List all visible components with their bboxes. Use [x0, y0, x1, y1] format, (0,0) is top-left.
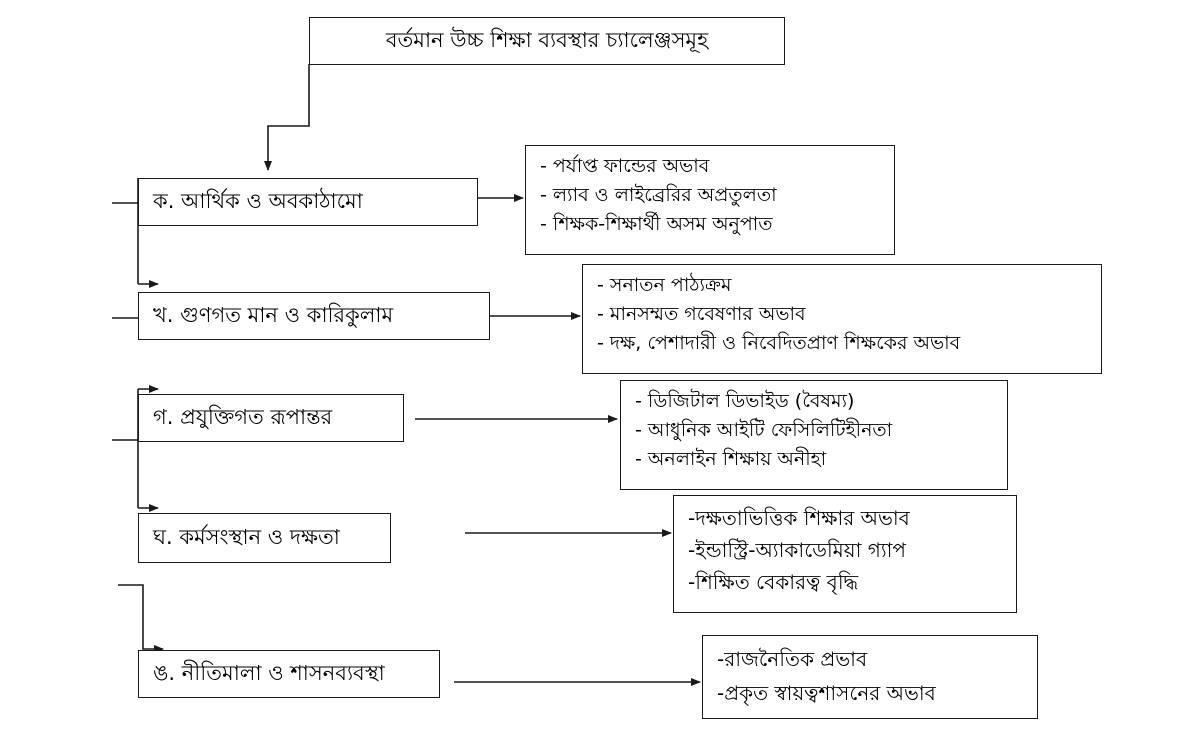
category-box-financial: ক. আর্থিক ও অবকাঠামো	[138, 178, 478, 226]
category-label: ক. আর্থিক ও অবকাঠামো	[153, 188, 363, 213]
detail-item: - দক্ষ, পেশাদারী ও নিবেদিতপ্রাণ শিক্ষকের…	[597, 332, 961, 354]
detail-item: -প্রকৃত স্বায়ত্বশাসনের অভাব	[717, 681, 936, 705]
detail-item: - মানসম্মত গবেষণার অভাব	[597, 303, 806, 325]
category-label: গ. প্রযুক্তিগত রূপান্তর	[153, 404, 333, 429]
detail-box-technology: - ডিজিটাল ডিভাইড (বৈষম্য) - আধুনিক আইটি …	[620, 380, 1008, 490]
detail-box-governance: -রাজনৈতিক প্রভাব -প্রকৃত স্বায়ত্বশাসনের…	[702, 635, 1038, 719]
category-box-employment: ঘ. কর্মসংস্থান ও দক্ষতা	[138, 513, 391, 563]
category-box-technology: গ. প্রযুক্তিগত রূপান্তর	[138, 394, 404, 442]
detail-item: - অনলাইন শিক্ষায় অনীহা	[635, 448, 827, 470]
detail-item: - সনাতন পাঠ্যক্রম	[597, 274, 732, 296]
detail-item: - ল্যাব ও লাইব্রেরির অপ্রতুলতা	[540, 184, 777, 206]
detail-item: - ডিজিটাল ডিভাইড (বৈষম্য)	[635, 390, 855, 412]
detail-item: -শিক্ষিত বেকারত্ব বৃদ্ধি	[688, 570, 859, 594]
category-box-quality: খ. গুণগত মান ও কারিকুলাম	[138, 292, 490, 340]
detail-box-employment: -দক্ষতাভিত্তিক শিক্ষার অভাব -ইন্ডাস্ট্রি…	[673, 495, 1017, 613]
detail-box-quality: - সনাতন পাঠ্যক্রম - মানসম্মত গবেষণার অভা…	[582, 264, 1102, 374]
category-label: খ. গুণগত মান ও কারিকুলাম	[153, 302, 394, 327]
root-connector	[264, 64, 310, 171]
detail-box-financial: - পর্যাপ্ত ফান্ডের অভাব - ল্যাব ও লাইব্র…	[525, 145, 895, 255]
root-title-box: বর্তমান উচ্চ শিক্ষা ব্যবস্থার চ্যালেঞ্জস…	[309, 17, 785, 65]
detail-item: -দক্ষতাভিত্তিক শিক্ষার অভাব	[688, 506, 910, 530]
arrow-to-e	[118, 584, 164, 653]
detail-item: - শিক্ষক-শিক্ষার্থী অসম অনুপাত	[540, 213, 773, 235]
detail-item: - আধুনিক আইটি ফেসিলিটিহীনতা	[635, 419, 893, 441]
root-title: বর্তমান উচ্চ শিক্ষা ব্যবস্থার চ্যালেঞ্জস…	[385, 27, 709, 52]
category-label: ঘ. কর্মসংস্থান ও দক্ষতা	[153, 524, 340, 549]
detail-item: -রাজনৈতিক প্রভাব	[717, 647, 868, 671]
detail-item: - পর্যাপ্ত ফান্ডের অভাব	[540, 155, 710, 177]
detail-item: -ইন্ডাস্ট্রি-অ্যাকাডেমিয়া গ্যাপ	[688, 538, 907, 562]
category-box-governance: ঙ. নীতিমালা ও শাসনব্যবস্থা	[138, 650, 440, 698]
category-label: ঙ. নীতিমালা ও শাসনব্যবস্থা	[153, 660, 385, 685]
